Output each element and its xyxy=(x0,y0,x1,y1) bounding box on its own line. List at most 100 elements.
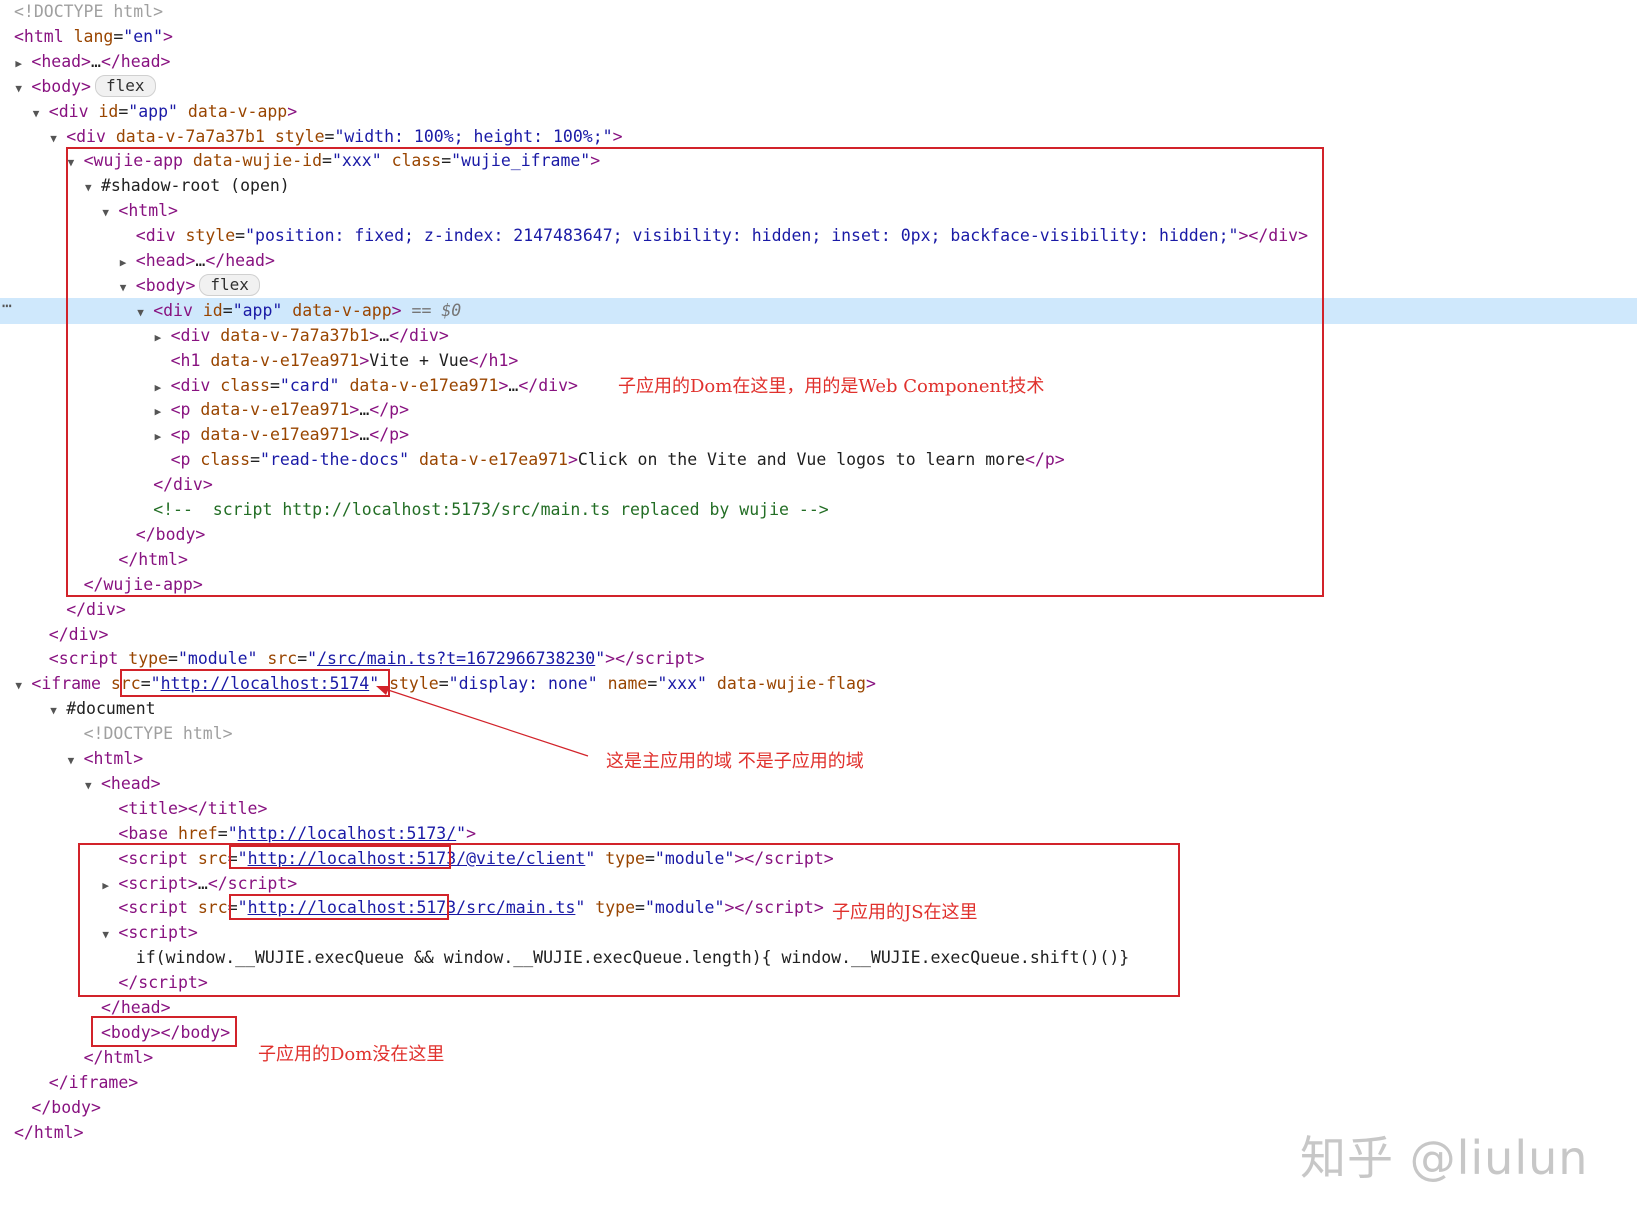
dom-node-markup: <script>…</script> xyxy=(118,873,298,893)
dom-node-markup: <div style="position: fixed; z-index: 21… xyxy=(135,226,1309,246)
dom-node-row[interactable]: </html> xyxy=(0,547,1637,573)
dom-node-row[interactable]: ▶<div data-v-7a7a37b1>…</div> xyxy=(0,323,1637,349)
dom-node-row[interactable]: </body> xyxy=(0,522,1637,548)
dom-node-markup: <p data-v-e17ea971>…</p> xyxy=(170,425,410,445)
dom-node-row[interactable]: ▼ <wujie-app data-wujie-id="xxx" class="w… xyxy=(0,148,1637,174)
dom-node-row[interactable]: <script type="module" src="/src/main.ts?… xyxy=(0,646,1637,672)
dom-node-row[interactable]: </div> xyxy=(0,597,1637,623)
dom-node-row[interactable]: ▼ <script> xyxy=(0,920,1637,946)
dom-node-row[interactable]: <h1 data-v-e17ea971>Vite + Vue</h1> xyxy=(0,348,1637,374)
expanded-triangle-icon[interactable]: ▼ xyxy=(67,156,75,170)
dom-node-row[interactable]: <!DOCTYPE html> xyxy=(0,0,1637,25)
dom-node-markup: </html> xyxy=(83,1047,154,1067)
dom-node-row[interactable]: ▼<div id="app" data-v-app> == $0 xyxy=(0,297,1637,324)
dom-node-row[interactable]: <base href="http://localhost:5173/"> xyxy=(0,821,1637,847)
dom-node-row[interactable]: ▶ <head>…</head> xyxy=(0,248,1637,274)
dom-node-markup: <body>flex xyxy=(31,74,156,97)
expanded-triangle-icon[interactable]: ▼ xyxy=(85,778,92,792)
dom-node-row[interactable]: ▼ #document xyxy=(0,696,1637,722)
dom-node-row[interactable]: </iframe> xyxy=(0,1070,1637,1096)
expanded-triangle-icon[interactable]: ▼ xyxy=(15,81,23,95)
dom-node-row[interactable]: </div> xyxy=(0,472,1637,498)
collapsed-triangle-icon[interactable]: ▶ xyxy=(154,405,162,419)
dom-node-row[interactable]: ▼ <body>flex xyxy=(0,273,1637,299)
expanded-triangle-icon[interactable]: ▼ xyxy=(102,206,110,220)
dom-node-markup: <body></body> xyxy=(101,1022,231,1042)
dom-node-row[interactable]: </html> xyxy=(0,1120,1637,1146)
collapsed-triangle-icon[interactable]: ▶ xyxy=(15,56,23,70)
expanded-triangle-icon[interactable]: ▼ xyxy=(137,305,144,319)
dom-node-row[interactable]: ▶ <script>…</script> xyxy=(0,871,1637,897)
iframe-src-highlight-box xyxy=(120,669,390,697)
dom-node-row[interactable]: <title></title> xyxy=(0,796,1637,822)
dom-node-row[interactable]: </head> xyxy=(0,995,1637,1021)
dom-node-markup: <div id="app" data-v-app> xyxy=(48,101,298,121)
dom-node-row[interactable]: ▼ <html> xyxy=(0,746,1637,772)
expanded-triangle-icon[interactable]: ▼ xyxy=(50,704,57,718)
dom-node-markup: <h1 data-v-e17ea971>Vite + Vue</h1> xyxy=(170,350,519,370)
dom-node-row[interactable]: ▼<div data-v-7a7a37b1 style="width: 100%… xyxy=(0,124,1637,150)
dom-node-row[interactable]: <html lang="en"> xyxy=(0,24,1637,50)
dom-node-markup: <script> xyxy=(118,923,198,943)
body-note: 子应用的Dom没在这里 xyxy=(258,1044,445,1065)
dom-node-row[interactable]: <!-- script http://localhost:5173/src/ma… xyxy=(0,497,1637,523)
dom-node-markup: <iframe src="http://localhost:5174" styl… xyxy=(31,674,876,694)
dom-node-markup: <script src="http://localhost:5173/@vite… xyxy=(118,848,834,868)
more-options-icon[interactable]: ⋯ xyxy=(2,296,12,315)
expanded-triangle-icon[interactable]: ▼ xyxy=(102,928,110,942)
iframe-domain-note: 这是主应用的域 不是子应用的域 xyxy=(606,751,864,772)
collapsed-triangle-icon[interactable]: ▶ xyxy=(154,380,162,394)
dom-node-markup: </html> xyxy=(14,1122,84,1142)
dom-node-row[interactable]: ▼ #shadow-root (open) xyxy=(0,173,1637,199)
dom-node-markup: #document xyxy=(66,699,156,719)
dom-node-row[interactable]: <script src="http://localhost:5173/src/m… xyxy=(0,895,1637,921)
dom-node-markup: if(window.__WUJIE.execQueue && window.__… xyxy=(135,948,1130,968)
dom-node-row[interactable]: ▶<p data-v-e17ea971>…</p> xyxy=(0,397,1637,423)
collapsed-triangle-icon[interactable]: ▶ xyxy=(154,430,162,444)
expanded-triangle-icon[interactable]: ▼ xyxy=(67,754,75,767)
expanded-triangle-icon[interactable]: ▼ xyxy=(15,679,23,693)
dom-node-markup: <body>flex xyxy=(136,273,260,296)
dom-node-row[interactable]: </script> xyxy=(0,970,1637,996)
dom-node-row[interactable]: <body></body> xyxy=(0,1020,1637,1046)
collapsed-triangle-icon[interactable]: ▶ xyxy=(154,330,162,344)
dom-node-row[interactable]: ▼ <head> xyxy=(0,771,1637,797)
dom-node-row[interactable]: ▶<div class="card" data-v-e17ea971>…</di… xyxy=(0,373,1637,399)
collapsed-triangle-icon[interactable]: ▶ xyxy=(102,878,110,892)
dom-node-markup: </body> xyxy=(31,1097,101,1117)
dom-node-row[interactable]: <p class="read-the-docs" data-v-e17ea971… xyxy=(0,447,1637,473)
dom-node-row[interactable]: ▼<html> xyxy=(0,198,1637,224)
expanded-triangle-icon[interactable]: ▼ xyxy=(32,106,40,120)
dom-node-row[interactable]: <script src="http://localhost:5173/@vite… xyxy=(0,846,1637,872)
vite-client-url-highlight-box xyxy=(229,845,451,869)
dom-node-row[interactable]: </wujie-app> xyxy=(0,572,1637,598)
dom-node-row[interactable]: </div> xyxy=(0,622,1637,648)
dom-node-markup: </wujie-app> xyxy=(83,574,203,594)
dom-node-row[interactable]: </body> xyxy=(0,1095,1637,1121)
dom-node-row[interactable]: <div style="position: fixed; z-index: 21… xyxy=(0,223,1637,249)
dom-node-row[interactable]: if(window.__WUJIE.execQueue && window.__… xyxy=(0,945,1637,971)
expanded-triangle-icon[interactable]: ▼ xyxy=(50,131,57,145)
dom-node-markup: <html> xyxy=(83,749,144,768)
shadow-dom-highlight-box xyxy=(66,147,1324,597)
dom-node-row[interactable]: ▶ <p data-v-e17ea971>…</p> xyxy=(0,422,1637,448)
expanded-triangle-icon[interactable]: ▼ xyxy=(119,280,127,294)
dom-node-markup: <!-- script http://localhost:5173/src/ma… xyxy=(153,500,829,519)
dom-node-markup: <script type="module" src="/src/main.ts?… xyxy=(48,649,705,669)
dom-node-row[interactable]: ▼ <div id="app" data-v-app> xyxy=(0,99,1637,125)
dom-node-row[interactable]: </html> xyxy=(0,1045,1637,1071)
dom-node-markup: <wujie-app data-wujie-id="xxx" class="wu… xyxy=(83,151,601,171)
dom-node-row[interactable]: ▶<head>…</head> xyxy=(0,49,1637,75)
dom-node-row[interactable]: ▼ <iframe src="http://localhost:5174" sty… xyxy=(0,671,1637,697)
dom-node-row[interactable]: <!DOCTYPE html> xyxy=(0,721,1637,747)
dom-node-markup: <head> xyxy=(101,773,161,793)
dom-node-markup: #shadow-root (open) xyxy=(101,176,290,196)
shadow-dom-note: 子应用的Dom在这里，用的是Web Component技术 xyxy=(618,376,1045,397)
collapsed-triangle-icon[interactable]: ▶ xyxy=(119,256,127,269)
dom-node-markup: <script src="http://localhost:5173/src/m… xyxy=(118,898,824,918)
dom-node-markup: <head>…</head> xyxy=(135,251,275,270)
dom-node-row[interactable]: ▼ <body>flex xyxy=(0,74,1637,100)
dom-node-markup: <title></title> xyxy=(118,798,268,818)
dom-node-markup: </body> xyxy=(135,524,206,544)
expanded-triangle-icon[interactable]: ▼ xyxy=(85,181,92,195)
